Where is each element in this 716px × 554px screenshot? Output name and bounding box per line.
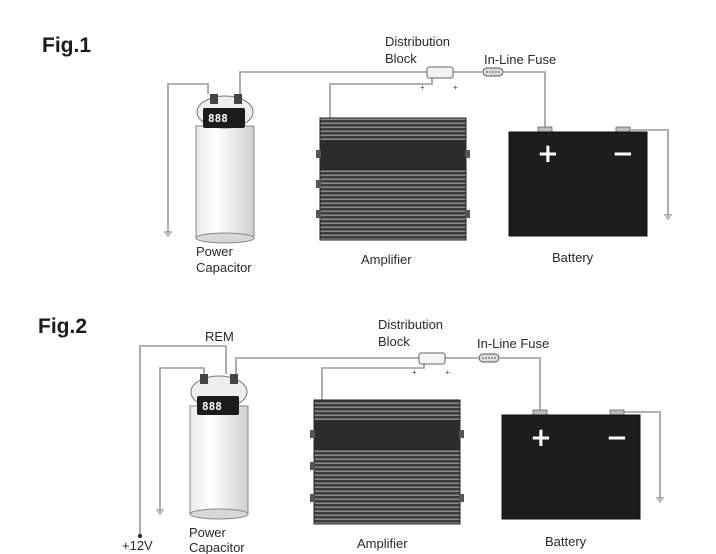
fig2-wire-cap-ground	[159, 367, 205, 510]
fig1-capacitor-display: 888	[208, 112, 228, 125]
fig1-capacitor-label-line2: Capacitor	[196, 260, 252, 275]
capacitor-display-icon	[203, 108, 245, 128]
fig2-wire-battery-ground	[618, 411, 661, 498]
fig1-fuse-label: In-Line Fuse	[484, 52, 556, 67]
fig2-capacitor-display: 888	[202, 400, 222, 413]
fig2-battery-minus: −	[606, 423, 628, 453]
fig1-battery-label: Battery	[552, 250, 594, 265]
figure-2-title: Fig.2	[38, 315, 87, 338]
fig2-battery-label: Battery	[545, 534, 587, 549]
fig2-distribution-label-line2: Block	[378, 334, 410, 349]
fig1-distribution-label-line2: Block	[385, 51, 417, 66]
ground-icon	[664, 214, 672, 220]
fig2-power-capacitor: 888	[189, 374, 249, 520]
fig2-battery-plus: +	[530, 423, 552, 453]
fig1-capacitor-label-line1: Power	[196, 244, 234, 259]
fig1-power-capacitor: 888	[195, 94, 255, 244]
fig1-wire-fuse-to-battery	[504, 71, 546, 130]
fig2-battery: + −	[501, 409, 641, 520]
fig1-battery: + −	[508, 126, 648, 237]
ground-icon	[156, 509, 164, 515]
fuse-icon	[478, 353, 500, 363]
fig1-distribution-label-line1: Distribution	[385, 34, 450, 49]
figure-2: Fig.2 REM + + Distribution Block	[38, 315, 664, 554]
fig1-wire-block-to-amp	[329, 78, 433, 118]
fig1-wire-cap-ground	[167, 83, 209, 232]
distribution-block-icon: + +	[412, 352, 450, 377]
fig2-capacitor-label-line2: Capacitor	[189, 540, 245, 554]
svg-text:+: +	[445, 368, 450, 377]
fig2-12v-label: +12V	[122, 538, 153, 553]
fuse-icon	[482, 67, 504, 77]
fig2-wire-block-to-amp	[321, 364, 425, 400]
ground-icon	[656, 497, 664, 503]
fig1-wire-battery-ground	[624, 129, 669, 215]
fig2-wire-fuse-to-battery	[500, 357, 541, 412]
distribution-block-icon: + +	[420, 66, 458, 92]
svg-text:+: +	[420, 83, 425, 92]
fig2-fuse-label: In-Line Fuse	[477, 336, 549, 351]
fig1-battery-plus: +	[537, 139, 559, 169]
fig2-capacitor-label-line1: Power	[189, 525, 227, 540]
fig2-distribution-label-line1: Distribution	[378, 317, 443, 332]
fig1-wire-cap-to-block	[239, 71, 428, 94]
fig2-rem-label: REM	[205, 329, 234, 344]
fig2-amplifier-label: Amplifier	[357, 536, 408, 551]
fig2-12v-terminal	[137, 533, 143, 539]
fig1-amplifier-label: Amplifier	[361, 252, 412, 267]
ground-icon	[164, 231, 172, 237]
capacitor-display-icon	[197, 396, 239, 415]
fig1-amplifier	[316, 117, 470, 241]
fig1-battery-minus: −	[612, 139, 634, 169]
svg-text:+: +	[412, 368, 417, 377]
fig2-wire-cap-to-block	[235, 357, 420, 374]
fig2-wire-rem-12v	[139, 345, 227, 536]
fig2-amplifier	[310, 399, 464, 525]
figure-1: Fig.1 + + Distribution Block In-Line Fus…	[42, 34, 672, 275]
figure-1-title: Fig.1	[42, 34, 91, 57]
svg-text:+: +	[453, 83, 458, 92]
